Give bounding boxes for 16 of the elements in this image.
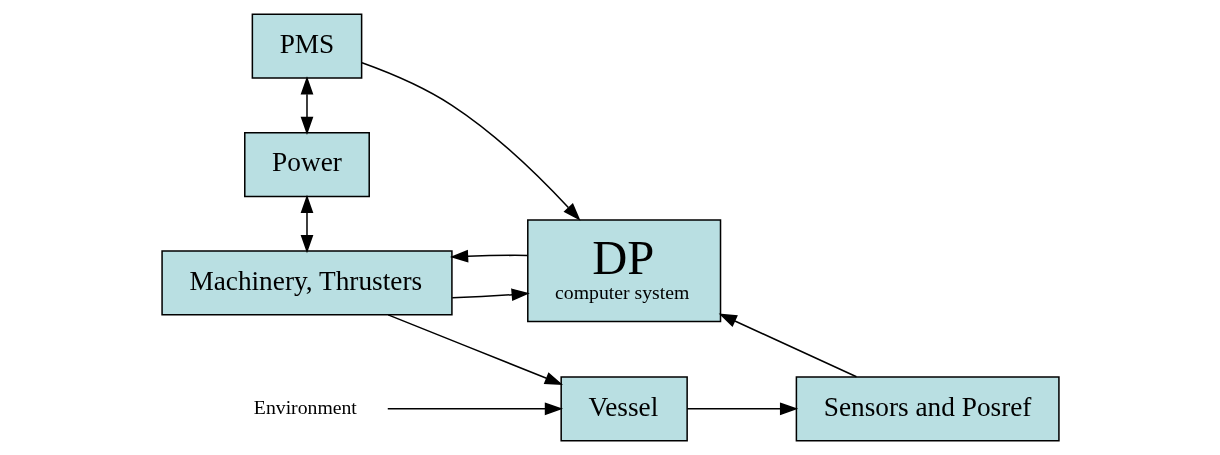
arrow — [300, 76, 313, 135]
node-box: DP computer system — [526, 219, 721, 323]
node-box: Sensors and Posref — [795, 376, 1060, 442]
arrow — [718, 313, 857, 378]
arrow — [451, 288, 530, 302]
arrow — [386, 402, 563, 416]
arrow — [449, 249, 528, 263]
node-text: Environment — [253, 396, 357, 418]
arrow — [300, 194, 313, 254]
arrow — [386, 314, 563, 385]
node-box: Power — [243, 131, 370, 198]
arrow — [685, 402, 798, 416]
node-box: Vessel — [559, 376, 688, 442]
arrow — [360, 62, 581, 221]
node-box: PMS — [251, 13, 362, 79]
node-box: Machinery, Thrusters — [160, 250, 453, 316]
